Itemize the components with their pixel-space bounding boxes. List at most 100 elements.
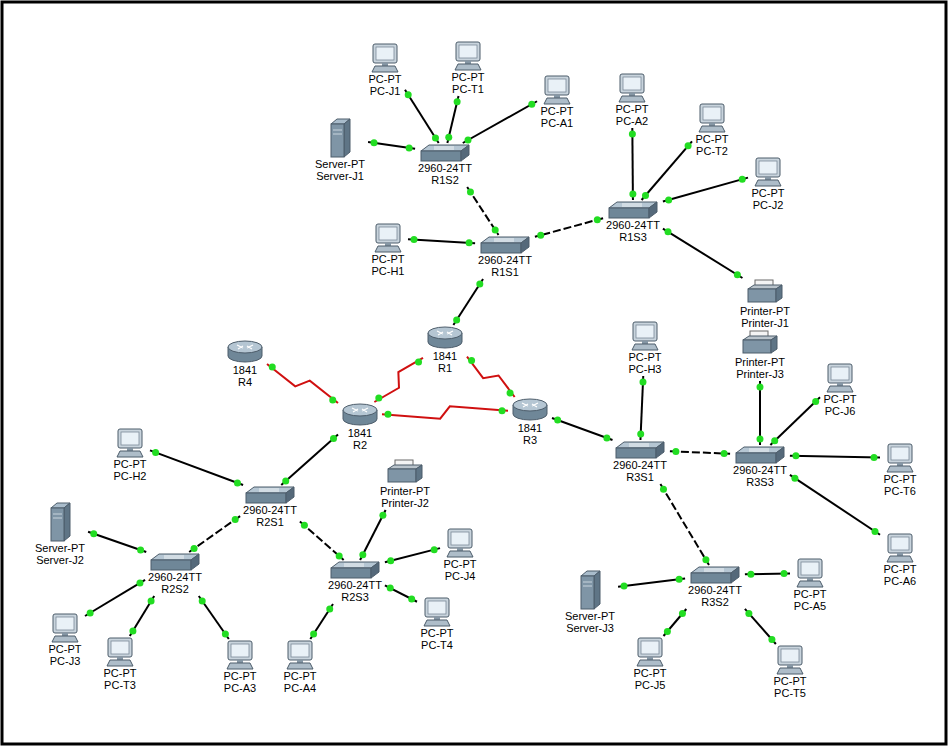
cable-line xyxy=(790,475,880,535)
device-name: Printer-J2 xyxy=(381,497,429,509)
network-device: Printer-PTPrinter-J2 xyxy=(378,459,432,509)
pc-icon xyxy=(793,558,827,588)
link-light xyxy=(466,239,473,246)
cable-line xyxy=(85,580,145,616)
link-light xyxy=(137,547,144,554)
device-model: 2960-24TT xyxy=(243,504,297,516)
ethernet-link xyxy=(300,521,344,560)
link-light xyxy=(629,191,636,198)
network-device: PC-PTPC-T6 xyxy=(881,443,919,497)
device-name: R2 xyxy=(353,439,367,451)
network-device: PC-PTPC-H1 xyxy=(369,223,407,277)
network-device: 2960-24TTR1S2 xyxy=(416,144,474,186)
link-light xyxy=(660,486,667,493)
cable-line xyxy=(663,178,748,202)
device-model: PC-PT xyxy=(616,103,649,115)
link-light xyxy=(747,571,754,578)
network-device: 2960-24TTR1S3 xyxy=(604,201,662,243)
device-name: R3S2 xyxy=(701,596,729,608)
network-device: 1841R3 xyxy=(509,398,551,446)
device-name: PC-H1 xyxy=(371,265,404,277)
device-name: PC-A1 xyxy=(541,117,573,129)
link-light xyxy=(379,512,386,519)
network-device: PC-PTPC-J6 xyxy=(821,363,859,417)
link-light xyxy=(387,557,394,564)
cable-line xyxy=(535,218,603,237)
link-light xyxy=(768,636,775,643)
device-model: Printer-PT xyxy=(380,485,430,497)
device-name: PC-J4 xyxy=(445,570,476,582)
ethernet-link xyxy=(359,510,386,560)
router-icon xyxy=(341,403,379,427)
network-device: Printer-PTPrinter-J1 xyxy=(738,279,792,329)
device-model: PC-PT xyxy=(104,667,137,679)
ethernet-link xyxy=(618,576,685,590)
cable-line xyxy=(552,418,613,440)
network-device: 2960-24TTR2S3 xyxy=(326,561,384,603)
link-light xyxy=(330,435,337,442)
device-model: PC-PT xyxy=(794,588,827,600)
link-light xyxy=(468,357,475,364)
cable-line xyxy=(463,101,537,143)
link-light xyxy=(637,431,644,438)
device-model: Server-PT xyxy=(35,542,85,554)
network-device: 2960-24TTR2S1 xyxy=(241,486,299,528)
link-light xyxy=(679,610,686,617)
cable-line xyxy=(640,376,643,440)
link-light xyxy=(431,546,438,553)
ethernet-link xyxy=(368,139,415,151)
device-name: PC-T2 xyxy=(696,145,728,157)
cable-line xyxy=(660,484,709,565)
device-model: 2960-24TT xyxy=(733,464,787,476)
device-name: PC-J1 xyxy=(370,85,401,97)
ethernet-link xyxy=(281,435,338,485)
ethernet-link xyxy=(770,397,820,445)
cable-line xyxy=(467,357,515,397)
network-device: PC-PTPC-T4 xyxy=(418,597,456,651)
device-name: Server-J2 xyxy=(36,554,84,566)
device-name: PC-T6 xyxy=(884,485,916,497)
device-model: PC-PT xyxy=(114,458,147,470)
network-device: PC-PTPC-A2 xyxy=(613,73,651,127)
device-model: PC-PT xyxy=(752,187,785,199)
pc-icon xyxy=(883,443,917,473)
ethernet-link xyxy=(463,101,537,144)
link-light xyxy=(301,522,308,529)
device-name: R3 xyxy=(523,434,537,446)
link-light xyxy=(359,551,366,558)
pc-icon xyxy=(615,73,649,103)
network-device: PC-PTPC-T3 xyxy=(101,637,139,691)
link-light xyxy=(406,144,413,151)
pc-icon xyxy=(420,597,454,627)
network-device: 1841R1 xyxy=(424,326,466,374)
link-light xyxy=(665,228,672,235)
ethernet-link xyxy=(790,475,880,535)
device-model: Server-PT xyxy=(565,610,615,622)
network-device: Server-PTServer-J1 xyxy=(313,118,367,182)
network-device: PC-PTPC-A1 xyxy=(538,75,576,129)
link-light xyxy=(871,454,878,461)
network-device: 2960-24TTR3S1 xyxy=(611,441,669,483)
switch-icon xyxy=(245,486,295,504)
link-light xyxy=(702,556,709,563)
device-name: PC-T3 xyxy=(104,679,136,691)
ethernet-link xyxy=(150,449,243,486)
network-device: 1841R2 xyxy=(339,403,381,451)
device-name: PC-A5 xyxy=(794,600,826,612)
link-light xyxy=(129,627,136,634)
link-light xyxy=(408,596,415,603)
link-light xyxy=(757,384,764,391)
device-model: 1841 xyxy=(233,364,257,376)
link-light xyxy=(269,363,276,370)
device-model: PC-PT xyxy=(444,558,477,570)
link-light xyxy=(665,196,672,203)
link-light xyxy=(410,236,417,243)
cable-line xyxy=(453,279,483,325)
switch-icon xyxy=(150,553,200,571)
link-light xyxy=(234,479,241,486)
pc-icon xyxy=(443,528,477,558)
switch-icon xyxy=(735,446,785,464)
link-light xyxy=(148,598,155,605)
cable-line xyxy=(300,521,344,560)
